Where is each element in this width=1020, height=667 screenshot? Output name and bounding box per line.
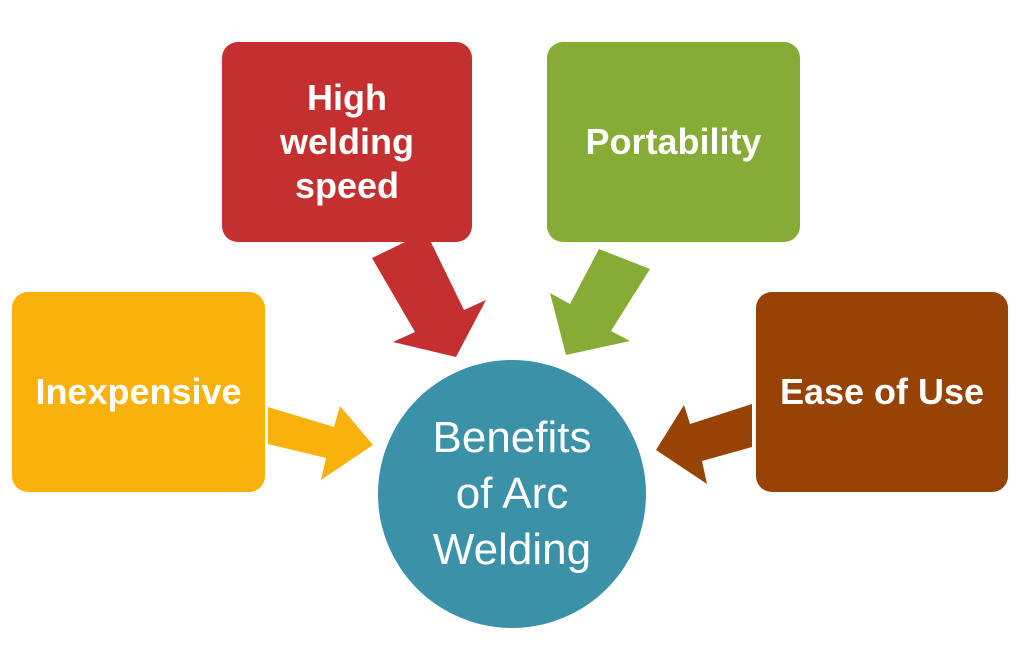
arrow-speed-to-center	[372, 232, 486, 357]
arrow-portability-to-center	[550, 249, 650, 355]
node-high-welding-speed: High welding speed	[222, 42, 472, 242]
center-label-line: of Arc	[455, 469, 569, 518]
center-label: Benefits of Arc Welding	[433, 410, 592, 578]
node-label: Ease of Use	[780, 370, 984, 414]
node-label-line: Inexpensive	[35, 371, 242, 412]
node-label-line: welding	[280, 121, 414, 162]
center-label-line: Benefits	[432, 413, 592, 462]
node-label-line: Ease of Use	[779, 371, 985, 412]
node-label-line: Portability	[585, 121, 762, 162]
node-portability: Portability	[547, 42, 800, 242]
node-label: Inexpensive	[35, 370, 241, 414]
node-label-line: speed	[294, 165, 400, 206]
node-ease-of-use: Ease of Use	[756, 292, 1008, 492]
center-node-benefits: Benefits of Arc Welding	[378, 360, 646, 628]
node-label: High welding speed	[280, 76, 414, 208]
node-label-line: High	[307, 77, 387, 118]
node-label: Portability	[585, 120, 761, 164]
arrow-inexpensive-to-center	[268, 406, 373, 480]
node-inexpensive: Inexpensive	[12, 292, 265, 492]
arrow-ease-to-center	[656, 404, 752, 484]
center-label-line: Welding	[432, 525, 592, 574]
